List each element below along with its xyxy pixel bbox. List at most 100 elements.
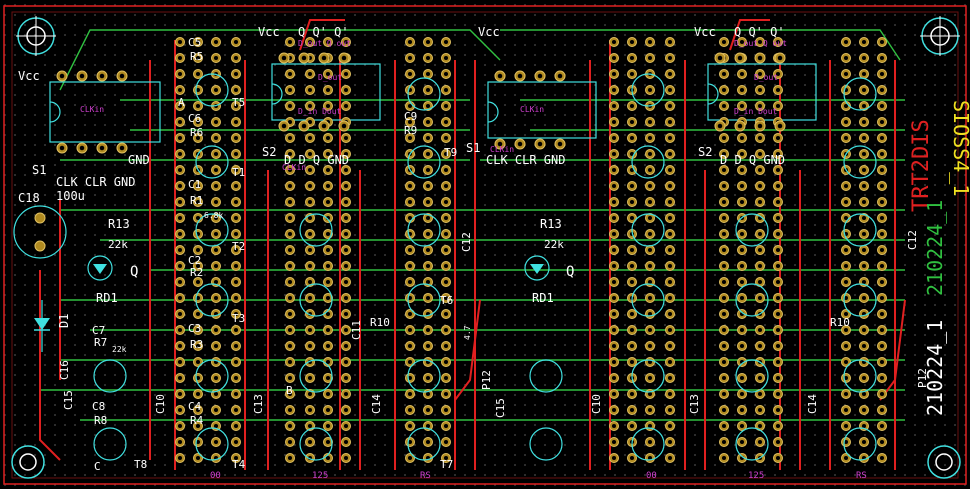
label-r13-mid: R13 — [540, 217, 562, 231]
led-q-left-outline — [87, 255, 113, 281]
through-hole-pad — [231, 213, 241, 223]
through-hole-pad — [193, 373, 203, 383]
through-hole-pad — [441, 453, 451, 463]
label-t3: T3 — [232, 312, 245, 325]
through-hole-pad — [841, 389, 851, 399]
through-hole-pad — [719, 69, 729, 79]
through-hole-pad — [645, 53, 655, 63]
through-hole-pad — [323, 341, 333, 351]
through-hole-pad — [231, 277, 241, 287]
through-hole-pad — [609, 101, 619, 111]
through-hole-pad — [627, 197, 637, 207]
through-hole-pad — [665, 421, 675, 431]
through-hole-pad — [441, 213, 451, 223]
through-hole-pad — [841, 69, 851, 79]
through-hole-pad — [341, 37, 351, 47]
through-hole-pad — [755, 133, 765, 143]
label-c-letter: C — [94, 460, 101, 473]
through-hole-pad — [56, 142, 68, 154]
through-hole-pad — [645, 261, 655, 271]
capacitor-c18-outline — [13, 205, 67, 259]
label-r6: R6 — [190, 126, 203, 139]
through-hole-pad — [714, 52, 726, 64]
through-hole-pad — [859, 245, 869, 255]
through-hole-pad — [175, 261, 185, 271]
through-hole-pad — [841, 437, 851, 447]
through-hole-pad — [193, 197, 203, 207]
through-hole-pad — [323, 389, 333, 399]
transistor-outline — [299, 359, 333, 393]
through-hole-pad — [877, 69, 887, 79]
label-din-a: D_in Dout — [298, 107, 342, 116]
through-hole-pad — [193, 437, 203, 447]
label-vcc-mid-a: Vcc — [258, 25, 280, 39]
through-hole-pad — [305, 261, 315, 271]
through-hole-pad — [877, 149, 887, 159]
through-hole-pad — [665, 277, 675, 287]
through-hole-pad — [341, 165, 351, 175]
through-hole-pad — [341, 453, 351, 463]
through-hole-pad — [859, 117, 869, 127]
through-hole-pad — [285, 373, 295, 383]
through-hole-pad — [755, 165, 765, 175]
through-hole-pad — [627, 149, 637, 159]
transistor-outline — [407, 77, 441, 111]
through-hole-pad — [665, 149, 675, 159]
through-hole-pad — [193, 357, 203, 367]
through-hole-pad — [211, 261, 221, 271]
through-hole-pad — [193, 325, 203, 335]
through-hole-pad — [285, 213, 295, 223]
through-hole-pad — [175, 181, 185, 191]
through-hole-pad — [773, 373, 783, 383]
through-hole-pad — [514, 138, 526, 150]
through-hole-pad — [841, 421, 851, 431]
through-hole-pad — [175, 389, 185, 399]
through-hole-pad — [737, 101, 747, 111]
through-hole-pad — [665, 437, 675, 447]
through-hole-pad — [423, 197, 433, 207]
label-c12: C12 — [460, 232, 473, 252]
label-c18: C18 — [18, 191, 40, 205]
label-a-letter: A — [178, 96, 185, 109]
through-hole-pad — [423, 373, 433, 383]
through-hole-pad — [609, 149, 619, 159]
through-hole-pad — [609, 245, 619, 255]
through-hole-pad — [338, 52, 350, 64]
label-clkin-a: CLKin — [80, 105, 104, 114]
through-hole-pad — [231, 181, 241, 191]
through-hole-pad — [534, 138, 546, 150]
through-hole-pad — [877, 261, 887, 271]
through-hole-pad — [211, 325, 221, 335]
through-hole-pad — [609, 197, 619, 207]
label-bottom-00-a: 00 — [210, 471, 221, 481]
label-clkin-b: CLKin — [520, 105, 544, 114]
through-hole-pad — [285, 165, 295, 175]
through-hole-pad — [285, 357, 295, 367]
mounting-hole-tl — [16, 16, 56, 56]
through-hole-pad — [405, 261, 415, 271]
through-hole-pad — [841, 357, 851, 367]
label-q-mid: Q — [566, 264, 574, 280]
through-hole-pad — [441, 421, 451, 431]
through-hole-pad — [323, 133, 333, 143]
through-hole-pad — [877, 421, 887, 431]
through-hole-pad — [609, 293, 619, 303]
mounting-hole-br — [927, 445, 961, 479]
through-hole-pad — [423, 421, 433, 431]
through-hole-pad — [423, 181, 433, 191]
through-hole-pad — [737, 261, 747, 271]
through-hole-pad — [877, 245, 887, 255]
through-hole-pad — [645, 245, 655, 255]
through-hole-pad — [627, 165, 637, 175]
through-hole-pad — [627, 261, 637, 271]
through-hole-pad — [305, 437, 315, 447]
through-hole-pad — [755, 277, 765, 287]
through-hole-pad — [773, 69, 783, 79]
through-hole-pad — [341, 277, 351, 287]
label-cap-val: 4.7 — [463, 325, 472, 340]
through-hole-pad — [609, 357, 619, 367]
through-hole-pad — [737, 389, 747, 399]
through-hole-pad — [719, 165, 729, 175]
label-r13-value-mid: 22k — [544, 238, 564, 251]
